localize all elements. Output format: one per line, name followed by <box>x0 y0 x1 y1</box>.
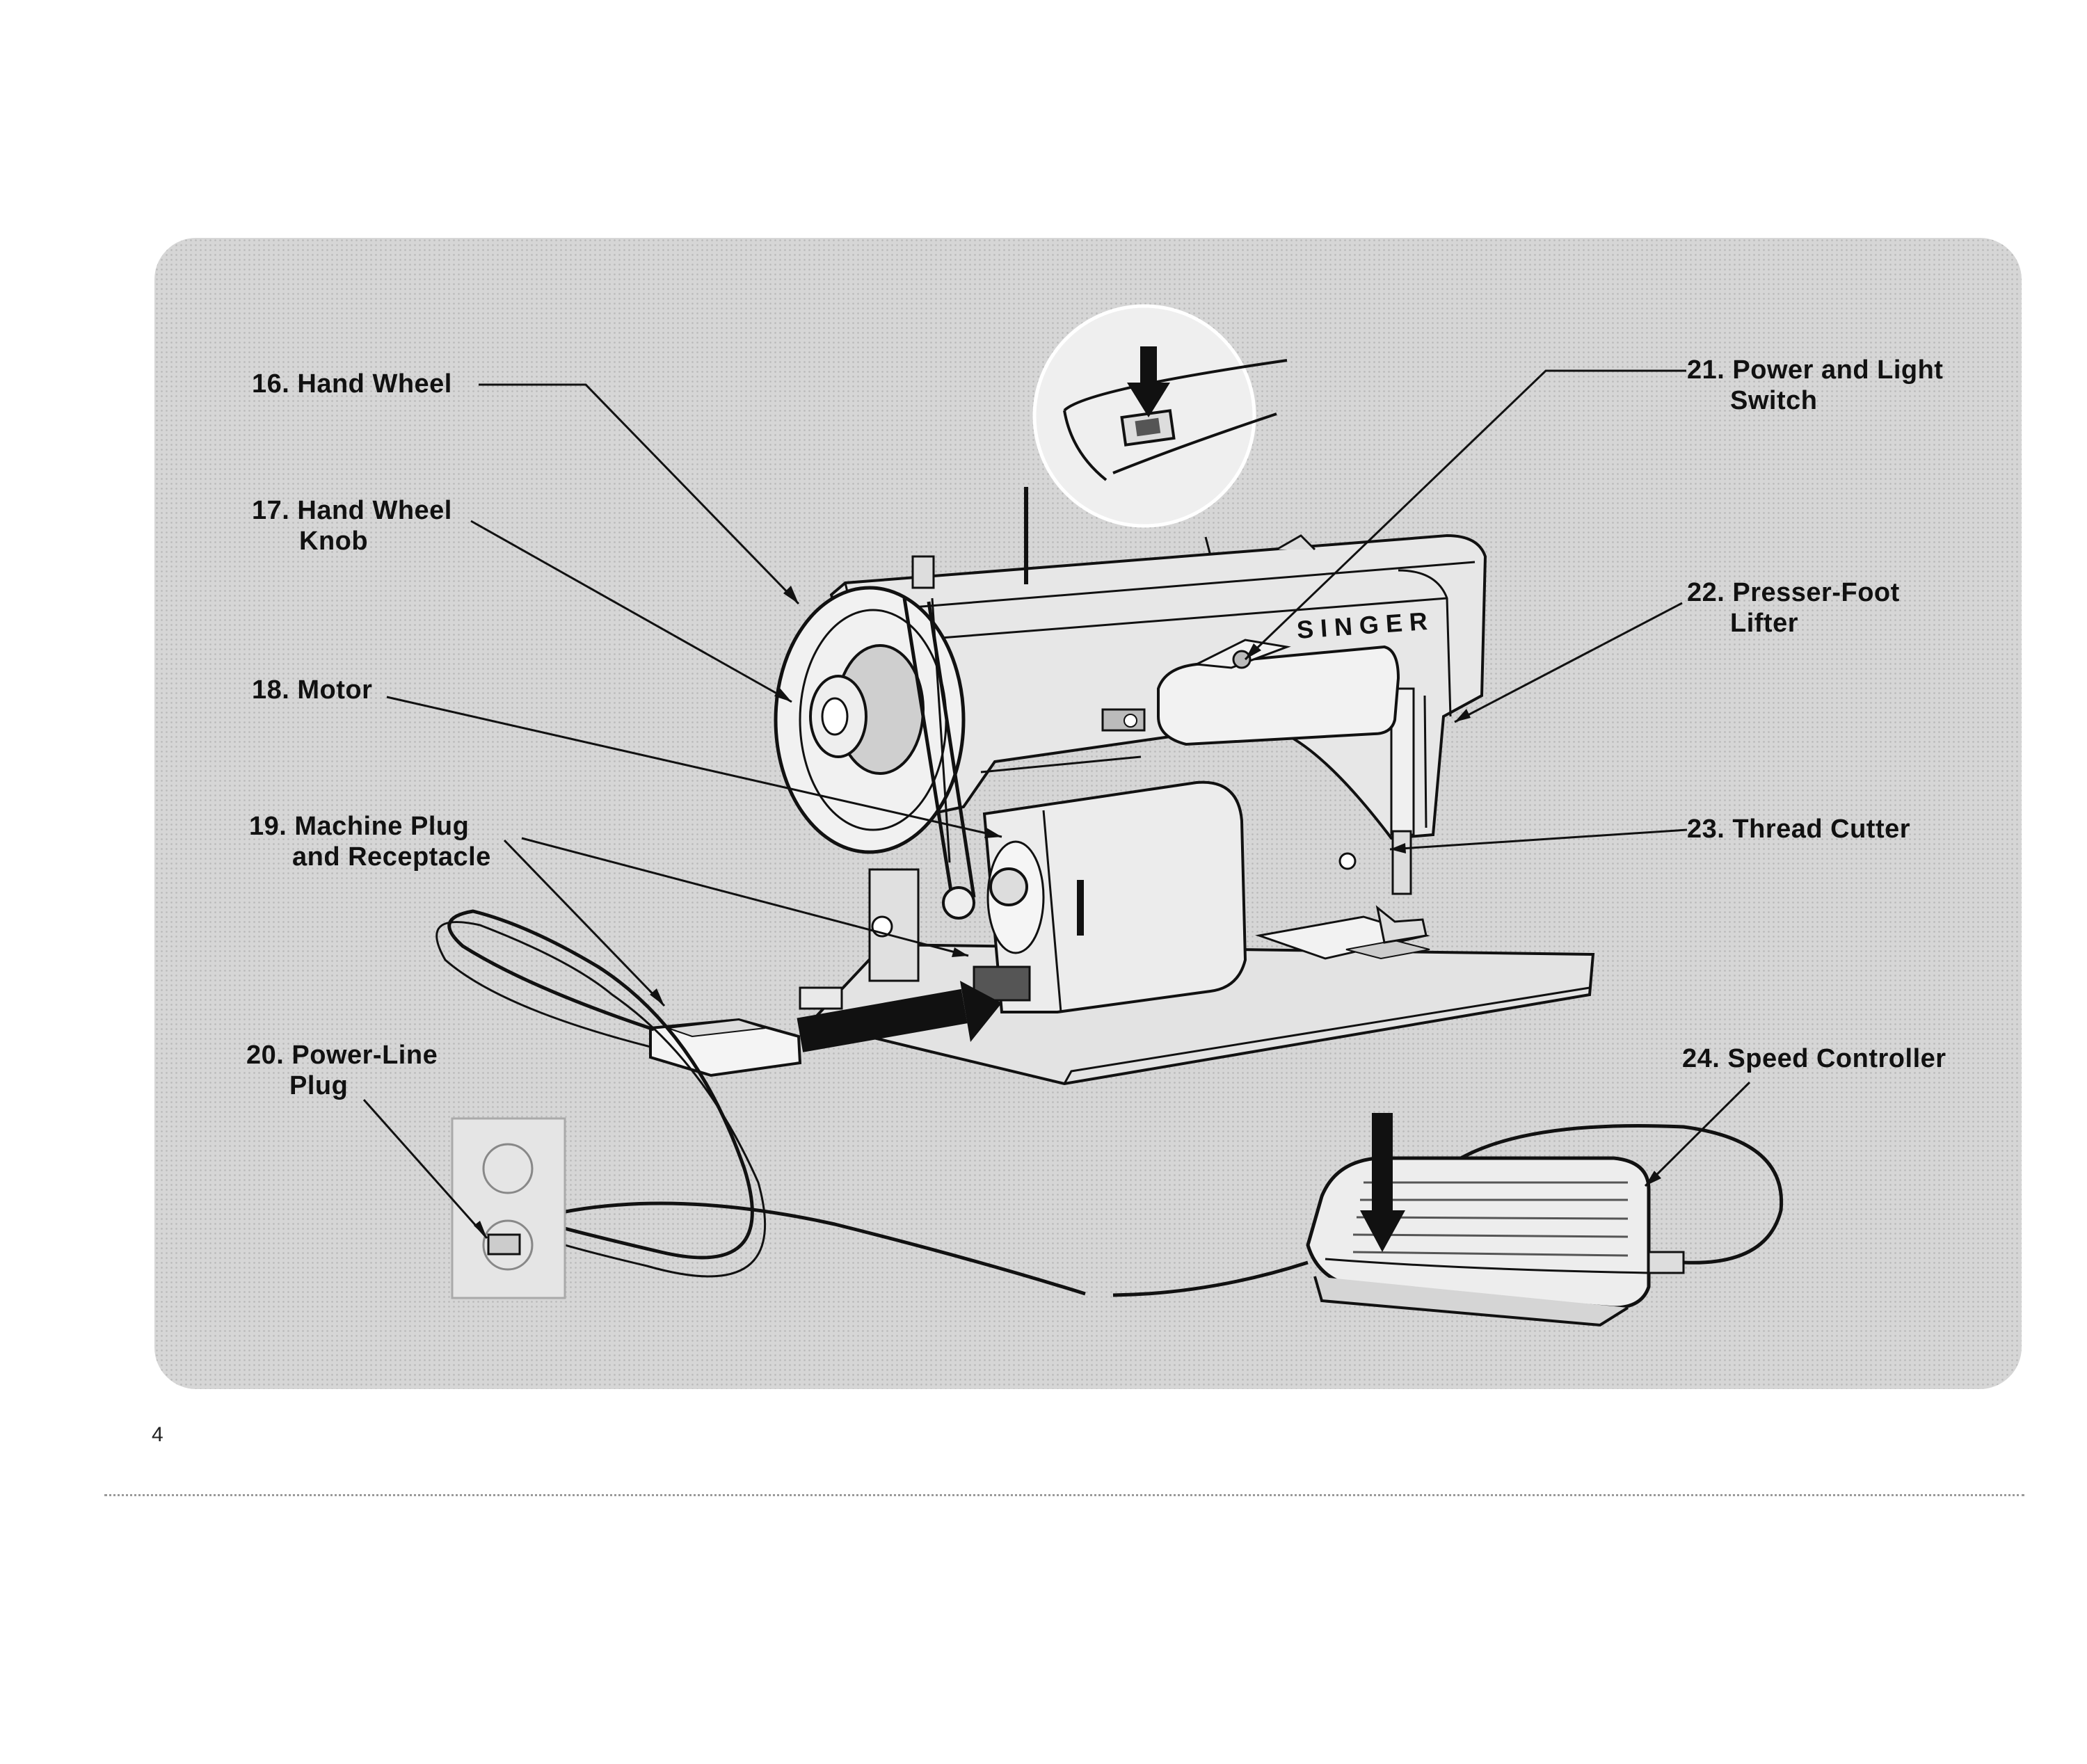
leader-lines <box>362 369 1751 1239</box>
press-arrow-icon <box>1360 1113 1405 1252</box>
motor <box>942 780 1247 1013</box>
label-presser-foot-lifter: 22. Presser-Foot Lifter <box>1687 578 1900 638</box>
label-hand-wheel-knob: 17. Hand Wheel Knob <box>252 496 452 556</box>
label-speed-controller: 24. Speed Controller <box>1682 1044 1946 1073</box>
hand-wheel <box>774 586 966 863</box>
drive-belt <box>902 598 976 905</box>
insert-arrow-icon <box>797 981 1002 1052</box>
label-hand-wheel: 16. Hand Wheel <box>252 369 452 399</box>
needle-assembly <box>1338 687 1428 944</box>
leader-arrowheads <box>474 586 1661 1238</box>
speed-controller-pedal <box>1306 1113 1784 1327</box>
machine-plug <box>649 1018 802 1077</box>
page-number: 4 <box>152 1423 163 1446</box>
label-machine-plug-receptacle: 19. Machine Plug and Receptacle <box>249 812 491 872</box>
label-power-line-plug: 20. Power-Line Plug <box>246 1041 438 1100</box>
machine-receptacle <box>799 868 1031 1010</box>
label-power-light-switch: 21. Power and Light Switch <box>1687 355 1944 415</box>
switch-detail-inset <box>1032 304 1288 657</box>
label-thread-cutter: 23. Thread Cutter <box>1687 815 1911 844</box>
lamp-housing <box>1157 639 1400 746</box>
footer-rule <box>104 1494 2024 1496</box>
power-cord <box>435 909 1309 1297</box>
down-arrow-icon <box>1127 346 1170 417</box>
label-motor: 18. Motor <box>252 675 373 705</box>
wall-outlet <box>451 1117 566 1299</box>
